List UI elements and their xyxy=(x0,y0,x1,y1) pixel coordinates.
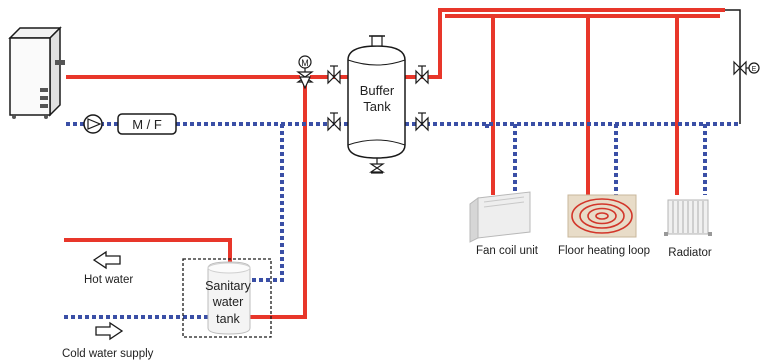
dhw-tank-label-line2: water xyxy=(212,295,244,309)
buffer-tank-label-line2: Tank xyxy=(363,99,391,114)
radiator-label: Radiator xyxy=(668,247,712,259)
bypass-valve-e: E xyxy=(733,60,760,76)
cold-water-arrow-icon xyxy=(95,321,124,341)
hot-water-outlet xyxy=(64,238,232,262)
valve-icon xyxy=(415,65,429,85)
drain-valve-icon xyxy=(369,163,385,174)
cold-pipes xyxy=(64,122,740,319)
valve-icon xyxy=(327,65,341,85)
buffer-tank-label-line1: Buffer xyxy=(360,83,395,98)
dhw-tank-label-line1: Sanitary xyxy=(205,279,252,293)
dhw-tank-label-line3: tank xyxy=(216,312,240,326)
hot-line-to-dhw xyxy=(250,84,307,319)
radiator: Radiator xyxy=(664,199,712,259)
floor-heating-loop: Floor heating loop xyxy=(558,194,650,257)
valve-icon xyxy=(415,112,429,132)
valve-m-label: M xyxy=(301,58,309,68)
three-way-valve-m: M xyxy=(296,55,314,90)
hot-water-label: Hot water xyxy=(84,274,133,286)
isolation-valves xyxy=(327,65,429,174)
fan-coil-unit: Fan coil unit xyxy=(469,191,539,257)
valve-icon xyxy=(327,112,341,132)
sanitary-water-tank: Sanitary water tank xyxy=(182,258,272,338)
heat-pump-unit xyxy=(8,26,65,119)
buffer-tank: Buffer Tank xyxy=(347,35,406,164)
floor-heating-label: Floor heating loop xyxy=(558,245,650,257)
fan-coil-label: Fan coil unit xyxy=(476,245,539,257)
hot-water-arrow-icon xyxy=(92,250,121,270)
cold-water-label: Cold water supply xyxy=(62,348,154,360)
filter-label: M / F xyxy=(132,117,162,132)
bypass-line xyxy=(725,9,741,124)
valve-e-label: E xyxy=(752,66,757,73)
cold-return-from-dhw xyxy=(250,124,284,282)
circulation-pump-icon xyxy=(83,114,103,134)
magnetic-filter: M / F xyxy=(117,113,177,135)
